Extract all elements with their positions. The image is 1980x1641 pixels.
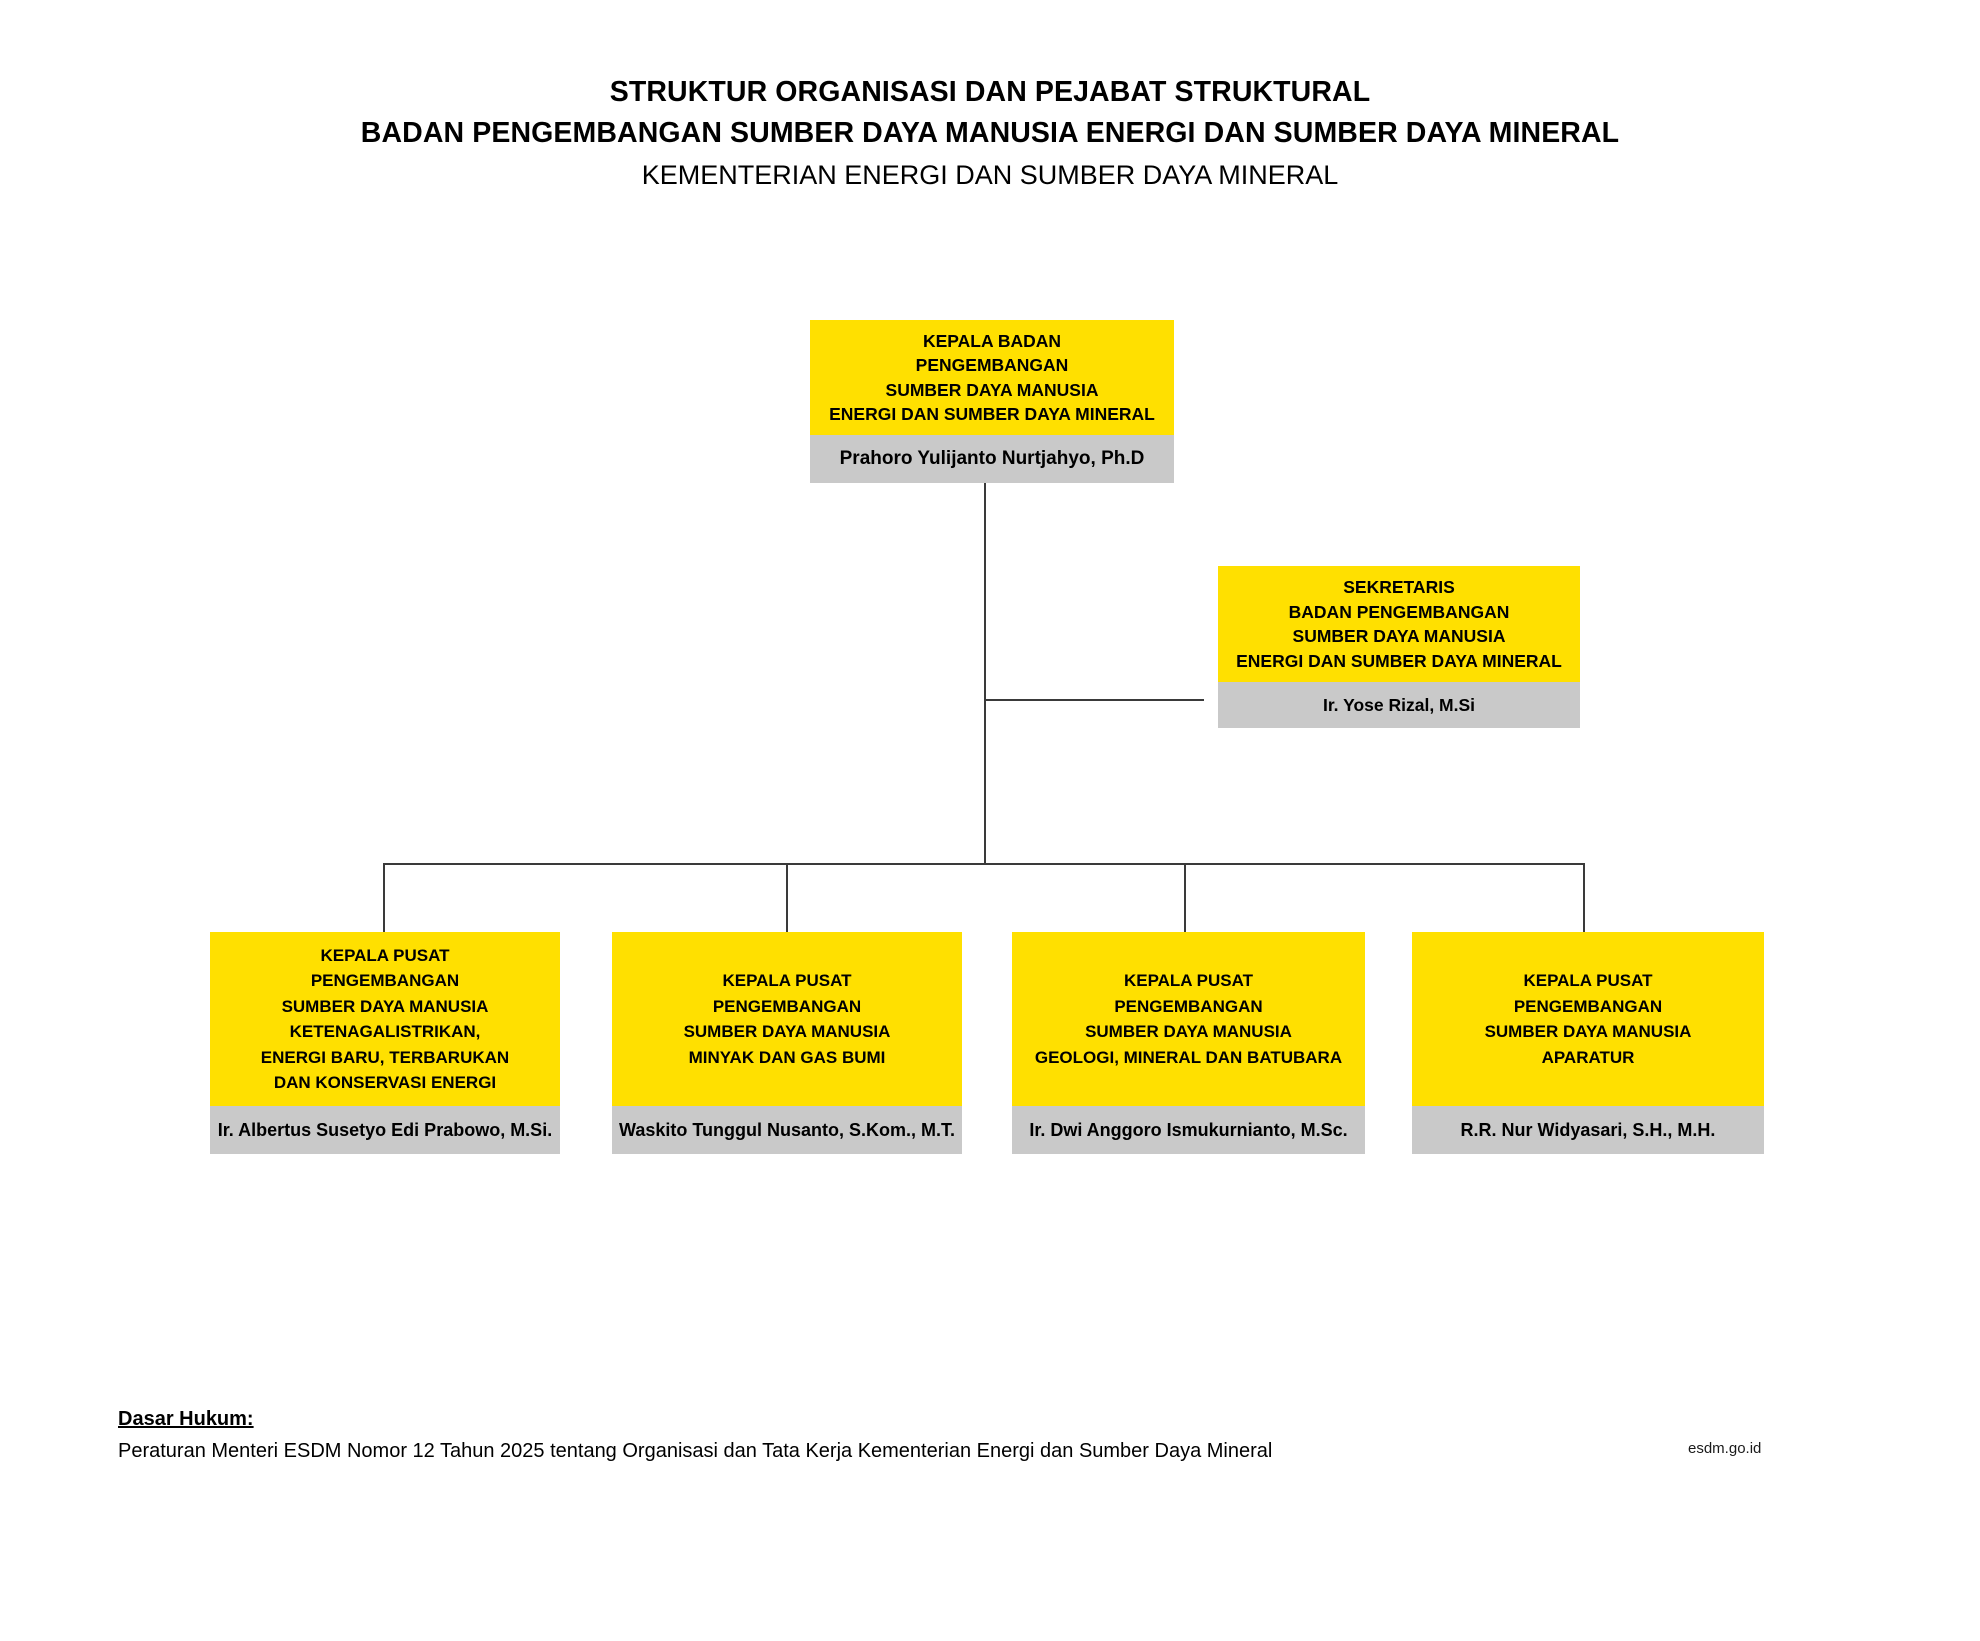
legal-basis-text: Peraturan Menteri ESDM Nomor 12 Tahun 20… <box>118 1440 1273 1462</box>
title-line: MINYAK DAN GAS BUMI <box>688 1047 886 1067</box>
connector-drop-unit-1 <box>383 863 385 933</box>
org-node-kepala-badan-officer: Prahoro Yulijanto Nurtjahyo, Ph.D <box>810 435 1174 483</box>
title-line-3: KEMENTERIAN ENERGI DAN SUMBER DAYA MINER… <box>641 160 1339 190</box>
org-node-pusat-geominerba-title: KEPALA PUSAT PENGEMBANGAN SUMBER DAYA MA… <box>1012 932 1365 1106</box>
org-node-kepala-badan[interactable]: KEPALA BADAN PENGEMBANGAN SUMBER DAYA MA… <box>810 320 1174 483</box>
org-node-pusat-migas-officer: Waskito Tunggul Nusanto, S.Kom., M.T. <box>612 1106 962 1154</box>
title-line: KEPALA PUSAT <box>320 945 450 965</box>
title-line: KEPALA PUSAT <box>1123 971 1254 990</box>
title-line: ENERGI BARU, TERBARUKAN <box>260 1047 510 1067</box>
connector-drop-unit-2 <box>786 863 788 933</box>
site-url-label: esdm.go.id <box>1688 1440 1762 1457</box>
connector-horizontal-bar <box>383 863 1584 865</box>
org-node-pusat-geominerba-officer: Ir. Dwi Anggoro Ismukurnianto, M.Sc. <box>1012 1106 1365 1154</box>
title-line: DAN KONSERVASI ENERGI <box>273 1073 497 1092</box>
title-line: ENERGI DAN SUMBER DAYA MINERAL <box>1236 650 1562 671</box>
title-line: APARATUR <box>1541 1047 1635 1067</box>
connector-secretary-branch <box>984 699 1204 701</box>
org-node-pusat-ketenagalistrikan-title: KEPALA PUSAT PENGEMBANGAN SUMBER DAYA MA… <box>210 932 560 1106</box>
org-node-pusat-aparatur-officer: R.R. Nur Widyasari, S.H., M.H. <box>1412 1106 1764 1154</box>
title-line: PENGEMBANGAN <box>1513 996 1663 1016</box>
title-line: PENGEMBANGAN <box>915 355 1069 375</box>
connector-drop-unit-4 <box>1583 863 1585 933</box>
title-line: SUMBER DAYA MANUSIA <box>1484 1022 1692 1041</box>
title-line: KEPALA PUSAT <box>722 971 852 990</box>
title-line: PENGEMBANGAN <box>1114 996 1263 1016</box>
org-node-sekretaris-title: SEKRETARIS BADAN PENGEMBANGAN SUMBER DAY… <box>1218 566 1580 682</box>
title-line: SUMBER DAYA MANUSIA <box>885 379 1099 400</box>
org-node-sekretaris[interactable]: SEKRETARIS BADAN PENGEMBANGAN SUMBER DAY… <box>1218 566 1580 728</box>
page-title: STRUKTUR ORGANISASI DAN PEJABAT STRUKTUR… <box>0 72 1980 196</box>
org-node-pusat-ketenagalistrikan-officer: Ir. Albertus Susetyo Edi Prabowo, M.Si. <box>210 1106 560 1154</box>
title-line: GEOLOGI, MINERAL DAN BATUBARA <box>1034 1047 1343 1067</box>
title-line: KEPALA PUSAT <box>1523 971 1653 990</box>
title-line: ENERGI DAN SUMBER DAYA MINERAL <box>829 404 1155 424</box>
org-node-kepala-badan-title: KEPALA BADAN PENGEMBANGAN SUMBER DAYA MA… <box>810 320 1174 435</box>
title-line: SUMBER DAYA MANUSIA <box>683 1022 891 1041</box>
org-node-sekretaris-officer: Ir. Yose Rizal, M.Si <box>1218 682 1580 728</box>
title-line: BADAN PENGEMBANGAN <box>1288 601 1510 622</box>
title-line: KEPALA BADAN <box>922 330 1062 351</box>
org-node-pusat-migas-title: KEPALA PUSAT PENGEMBANGAN SUMBER DAYA MA… <box>612 932 962 1106</box>
org-node-pusat-geominerba[interactable]: KEPALA PUSAT PENGEMBANGAN SUMBER DAYA MA… <box>1012 932 1365 1154</box>
title-line: SUMBER DAYA MANUSIA <box>281 996 489 1016</box>
org-node-pusat-ketenagalistrikan[interactable]: KEPALA PUSAT PENGEMBANGAN SUMBER DAYA MA… <box>210 932 560 1154</box>
title-line: SUMBER DAYA MANUSIA <box>1292 626 1506 646</box>
connector-drop-unit-3 <box>1184 863 1186 933</box>
title-line-1: STRUKTUR ORGANISASI DAN PEJABAT STRUKTUR… <box>609 76 1371 108</box>
org-node-pusat-aparatur[interactable]: KEPALA PUSAT PENGEMBANGAN SUMBER DAYA MA… <box>1412 932 1764 1154</box>
org-node-pusat-migas[interactable]: KEPALA PUSAT PENGEMBANGAN SUMBER DAYA MA… <box>612 932 962 1154</box>
title-line: PENGEMBANGAN <box>310 971 460 990</box>
title-line: PENGEMBANGAN <box>712 996 862 1016</box>
org-node-pusat-aparatur-title: KEPALA PUSAT PENGEMBANGAN SUMBER DAYA MA… <box>1412 932 1764 1106</box>
legal-basis-title: Dasar Hukum: <box>118 1408 254 1430</box>
title-line: SEKRETARIS <box>1343 577 1455 597</box>
title-line-2: BADAN PENGEMBANGAN SUMBER DAYA MANUSIA E… <box>360 117 1620 149</box>
connector-root-trunk <box>984 437 986 865</box>
legal-basis-footer: Dasar Hukum: Peraturan Menteri ESDM Nomo… <box>118 1405 1618 1466</box>
title-line: SUMBER DAYA MANUSIA <box>1085 1022 1292 1041</box>
title-line: KETENAGALISTRIKAN, <box>289 1022 481 1041</box>
